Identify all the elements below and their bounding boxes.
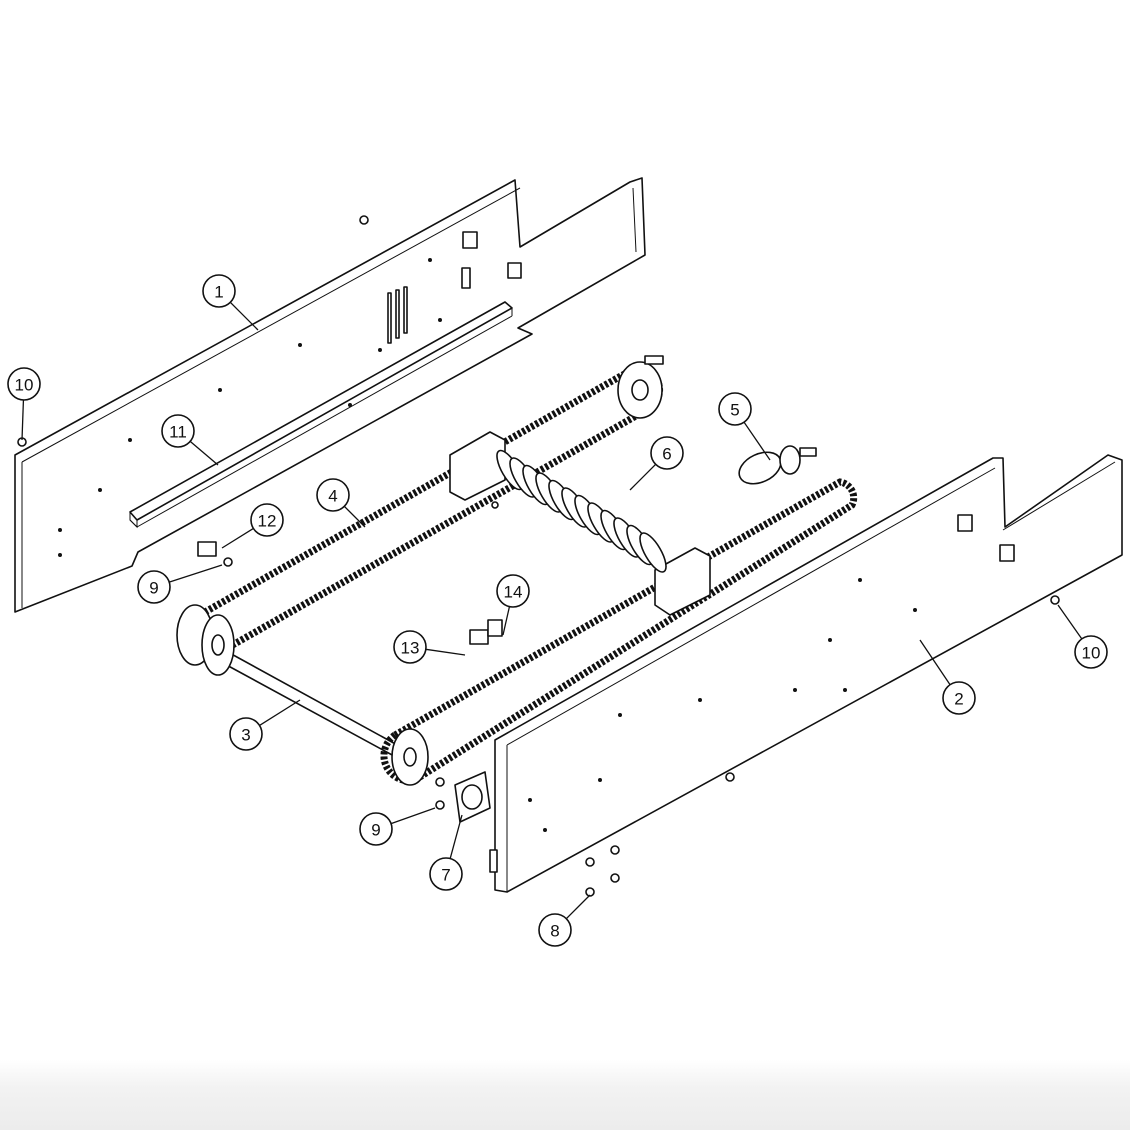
callout-circle (316, 478, 350, 512)
callout-nut-left: 9 (137, 564, 223, 604)
callout-flange-bearing: 7 (429, 814, 463, 891)
callout-circle (650, 436, 684, 470)
roller (639, 532, 667, 573)
callout-circle (250, 503, 284, 537)
callout-circle (718, 392, 752, 426)
flange-bearing (454, 771, 491, 823)
callout-label: 14 (504, 583, 523, 602)
callout-screw-left: 10 (7, 367, 41, 441)
callout-label: 11 (169, 423, 187, 442)
callout-circle (1074, 635, 1108, 669)
callouts: 1 10 11 4 12 9 5 6 14 13 10 2 3 9 7 8 (7, 274, 1108, 947)
leader-line (425, 648, 466, 656)
chain-right (380, 478, 858, 785)
callout-label: 9 (149, 579, 158, 598)
side-panel-right (489, 454, 1123, 893)
callout-label: 3 (241, 726, 250, 745)
callout-drive-shaft: 3 (229, 699, 301, 751)
callout-circle (538, 913, 572, 947)
callout-circle (229, 717, 263, 751)
callout-label: 8 (550, 922, 559, 941)
callout-label: 1 (214, 283, 223, 302)
leader-line (629, 463, 657, 491)
leader-line (21, 399, 25, 441)
callout-roller-assembly: 6 (629, 436, 684, 491)
callout-label: 12 (258, 512, 277, 531)
leader-line (343, 505, 366, 528)
callout-circle (429, 857, 463, 891)
callout-label: 4 (328, 487, 337, 506)
callout-circle (7, 367, 41, 401)
footer-band (0, 1060, 1130, 1130)
callout-circle (942, 681, 976, 715)
idler-sprocket (738, 445, 817, 485)
roller-assembly (449, 431, 711, 616)
callout-label: 5 (730, 401, 739, 420)
leader-line (169, 564, 223, 583)
leader-line (502, 606, 511, 636)
top-sprocket (617, 355, 664, 419)
callout-label: 10 (15, 376, 34, 395)
callout-rail: 11 (161, 414, 219, 466)
callout-circle (161, 414, 195, 448)
leader-line (1057, 604, 1083, 640)
callout-circle (393, 630, 427, 664)
callout-clip-screw: 13 (393, 630, 466, 664)
leader-line (189, 440, 219, 466)
callout-label: 6 (662, 445, 671, 464)
callout-screw-right: 10 (1057, 604, 1108, 669)
callout-bolts: 8 (538, 894, 591, 947)
callout-label: 7 (441, 866, 450, 885)
callout-bracket: 12 (221, 503, 284, 549)
leader-line (221, 527, 254, 549)
side-panel-left (14, 177, 646, 613)
leader-line (919, 639, 951, 686)
callout-side-panel-left: 1 (202, 274, 259, 331)
rail (129, 301, 513, 529)
callout-label: 2 (954, 690, 963, 709)
drive-sprocket-right (391, 728, 429, 786)
hardware (17, 215, 1060, 897)
callout-circle (137, 570, 171, 604)
leader-line (565, 894, 591, 920)
callout-clip: 14 (496, 574, 530, 636)
callout-circle (496, 574, 530, 608)
leader-line (390, 807, 436, 825)
leader-line (229, 301, 259, 331)
leader-line (449, 814, 463, 859)
callout-label: 13 (401, 639, 420, 658)
leader-line (259, 699, 301, 727)
callout-chain-left: 4 (316, 478, 366, 528)
drive-sprocket-left (176, 604, 235, 676)
callout-idler-sprocket: 5 (718, 392, 771, 461)
callout-label: 9 (371, 821, 380, 840)
callout-nut-front: 9 (359, 807, 436, 846)
callout-side-panel-right: 2 (919, 639, 976, 715)
callout-circle (202, 274, 236, 308)
leader-line (743, 421, 771, 461)
callout-circle (359, 812, 393, 846)
callout-label: 10 (1082, 644, 1101, 663)
